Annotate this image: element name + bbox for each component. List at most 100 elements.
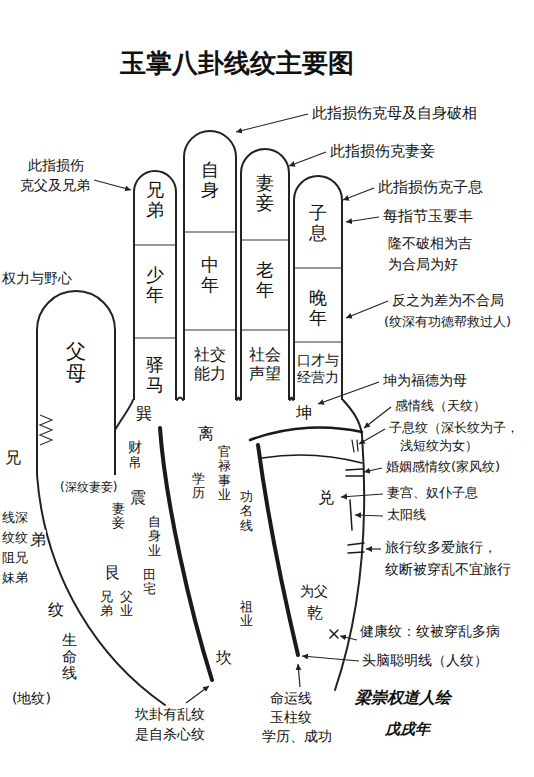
- annotation-label: 纹断被穿乱不宜旅行: [385, 561, 511, 578]
- finger-border: [37, 291, 115, 475]
- sun-line: [350, 500, 352, 530]
- annotation-label: 学历: [192, 472, 205, 501]
- life-line: [160, 428, 212, 680]
- annotation-label: 祖业: [240, 600, 253, 629]
- finger-outline: 兄弟少年驿马: [133, 170, 177, 400]
- finger-text: 兄弟: [146, 180, 164, 220]
- signature-text: 梁崇权道人绘: [355, 688, 451, 707]
- leader-line: [186, 686, 209, 703]
- leader-line: [355, 515, 383, 516]
- annotation-label: (地纹): [12, 690, 51, 707]
- annotation-label: 坎卦有乱纹: [135, 706, 205, 723]
- annotation-label: 官禄事业: [218, 445, 231, 502]
- finger-crease: [294, 268, 342, 342]
- leader-line: [236, 114, 308, 132]
- annotation-label: 妻宫、奴仆子息: [387, 485, 478, 501]
- annotation-label: 震: [130, 488, 146, 507]
- palm-outline: [37, 475, 165, 705]
- annotation-label: 感情线（天纹）: [395, 398, 486, 414]
- annotation-label: 田宅: [143, 568, 156, 597]
- annotation-label: 命运线: [270, 690, 312, 707]
- finger-border: [184, 131, 236, 400]
- annotation-label: 巽: [136, 404, 152, 423]
- annotation-label: 纹纹: [2, 530, 28, 546]
- finger-text: 口才与经营力: [297, 352, 339, 386]
- annotation-label: 离: [198, 424, 214, 443]
- finger-outline: 父母: [36, 290, 116, 475]
- leader-line: [359, 429, 385, 444]
- signature-text: 戊戌年: [385, 720, 430, 738]
- annotation-label: 兄弟: [100, 590, 113, 619]
- annotation-label: 此指损伤: [28, 157, 84, 174]
- leader-line: [343, 188, 374, 200]
- annotation-label: 兑: [318, 488, 334, 507]
- annotation-label: 玉柱纹: [270, 709, 312, 726]
- annotation-label: 反之为差为不合局: [392, 292, 504, 309]
- annotation-label: 坤为福德为母: [383, 372, 467, 389]
- finger-outline: 子息晚年口才与经营力: [293, 175, 343, 400]
- palm-outline: [115, 400, 133, 430]
- annotation-label: 是自杀心纹: [135, 726, 205, 743]
- health-mark: [330, 630, 338, 638]
- finger-text: 父母: [66, 340, 86, 384]
- finger-text: 老年: [256, 260, 274, 300]
- finger-web: [290, 398, 293, 401]
- annotation-label: (纹深有功德帮救过人): [384, 314, 511, 330]
- annotation-label: 乾: [307, 603, 323, 622]
- annotation-label: 妻妾: [112, 502, 125, 531]
- finger-crease: [241, 240, 289, 330]
- annotation-label: 健康纹：纹被穿乱多病: [360, 623, 500, 640]
- palm-line: [262, 455, 362, 463]
- leader-line: [346, 301, 388, 318]
- diagram-title: 玉掌八卦线纹主要图: [120, 46, 354, 81]
- finger-crease: [134, 245, 176, 338]
- annotation-label: 此指损伤克妻妾: [330, 142, 435, 160]
- annotation-label: 线深: [2, 510, 28, 526]
- annotation-label: 父业: [120, 590, 133, 619]
- annotation-label: 此指损伤克母及自身破相: [312, 104, 477, 122]
- annotation-label: 太阳线: [387, 507, 426, 523]
- annotation-label: 子息纹（深长纹为子，: [389, 420, 519, 436]
- annotation-label: 此指损伤克子息: [378, 178, 483, 196]
- annotation-label: 弟: [30, 530, 46, 549]
- annotation-label: (深纹妻妾): [60, 480, 117, 494]
- annotation-label: 隆不破相为吉: [388, 235, 472, 252]
- finger-web: [237, 398, 240, 401]
- annotation-label: 功名线: [240, 490, 253, 533]
- head-line: [258, 445, 298, 655]
- annotation-label: 为父: [300, 583, 328, 600]
- finger-border: [294, 176, 342, 400]
- finger-crease: [184, 232, 236, 330]
- leader-line: [298, 664, 300, 687]
- finger-text: 中年: [201, 255, 219, 295]
- finger-text: 妻妾: [256, 173, 274, 213]
- annotation-label: 婚姻感情纹(家风纹): [386, 459, 500, 475]
- leader-line: [94, 180, 131, 190]
- finger-text: 社会声望: [249, 345, 281, 383]
- child-line: [352, 440, 358, 452]
- annotation-label: 财帛: [128, 440, 142, 471]
- annotation-label: 自身业: [148, 515, 161, 558]
- annotation-label: 兄: [5, 448, 21, 467]
- finger-text: 少年: [146, 265, 164, 305]
- leader-line: [340, 636, 357, 640]
- leader-line: [364, 407, 391, 428]
- annotation-label: 坎: [216, 648, 232, 667]
- finger-text: 晚年: [309, 288, 327, 328]
- heart-line: [250, 427, 362, 440]
- annotation-label: 艮: [105, 563, 121, 582]
- annotation-label: 坤: [296, 403, 312, 422]
- annotation-label: 权力与野心: [2, 270, 72, 287]
- leader-line: [341, 494, 383, 497]
- annotation-label: 妹弟: [2, 570, 28, 586]
- finger-text: 驿马: [146, 355, 164, 395]
- annotation-label: 浅短纹为女）: [400, 438, 478, 454]
- finger-text: 自身: [201, 160, 219, 200]
- finger-border: [134, 171, 176, 400]
- leader-line: [302, 656, 359, 661]
- marriage-line: [346, 469, 363, 476]
- finger-outline: 妻妾老年社会声望: [240, 148, 290, 400]
- finger-border: [241, 149, 289, 400]
- finger-web: [177, 398, 183, 401]
